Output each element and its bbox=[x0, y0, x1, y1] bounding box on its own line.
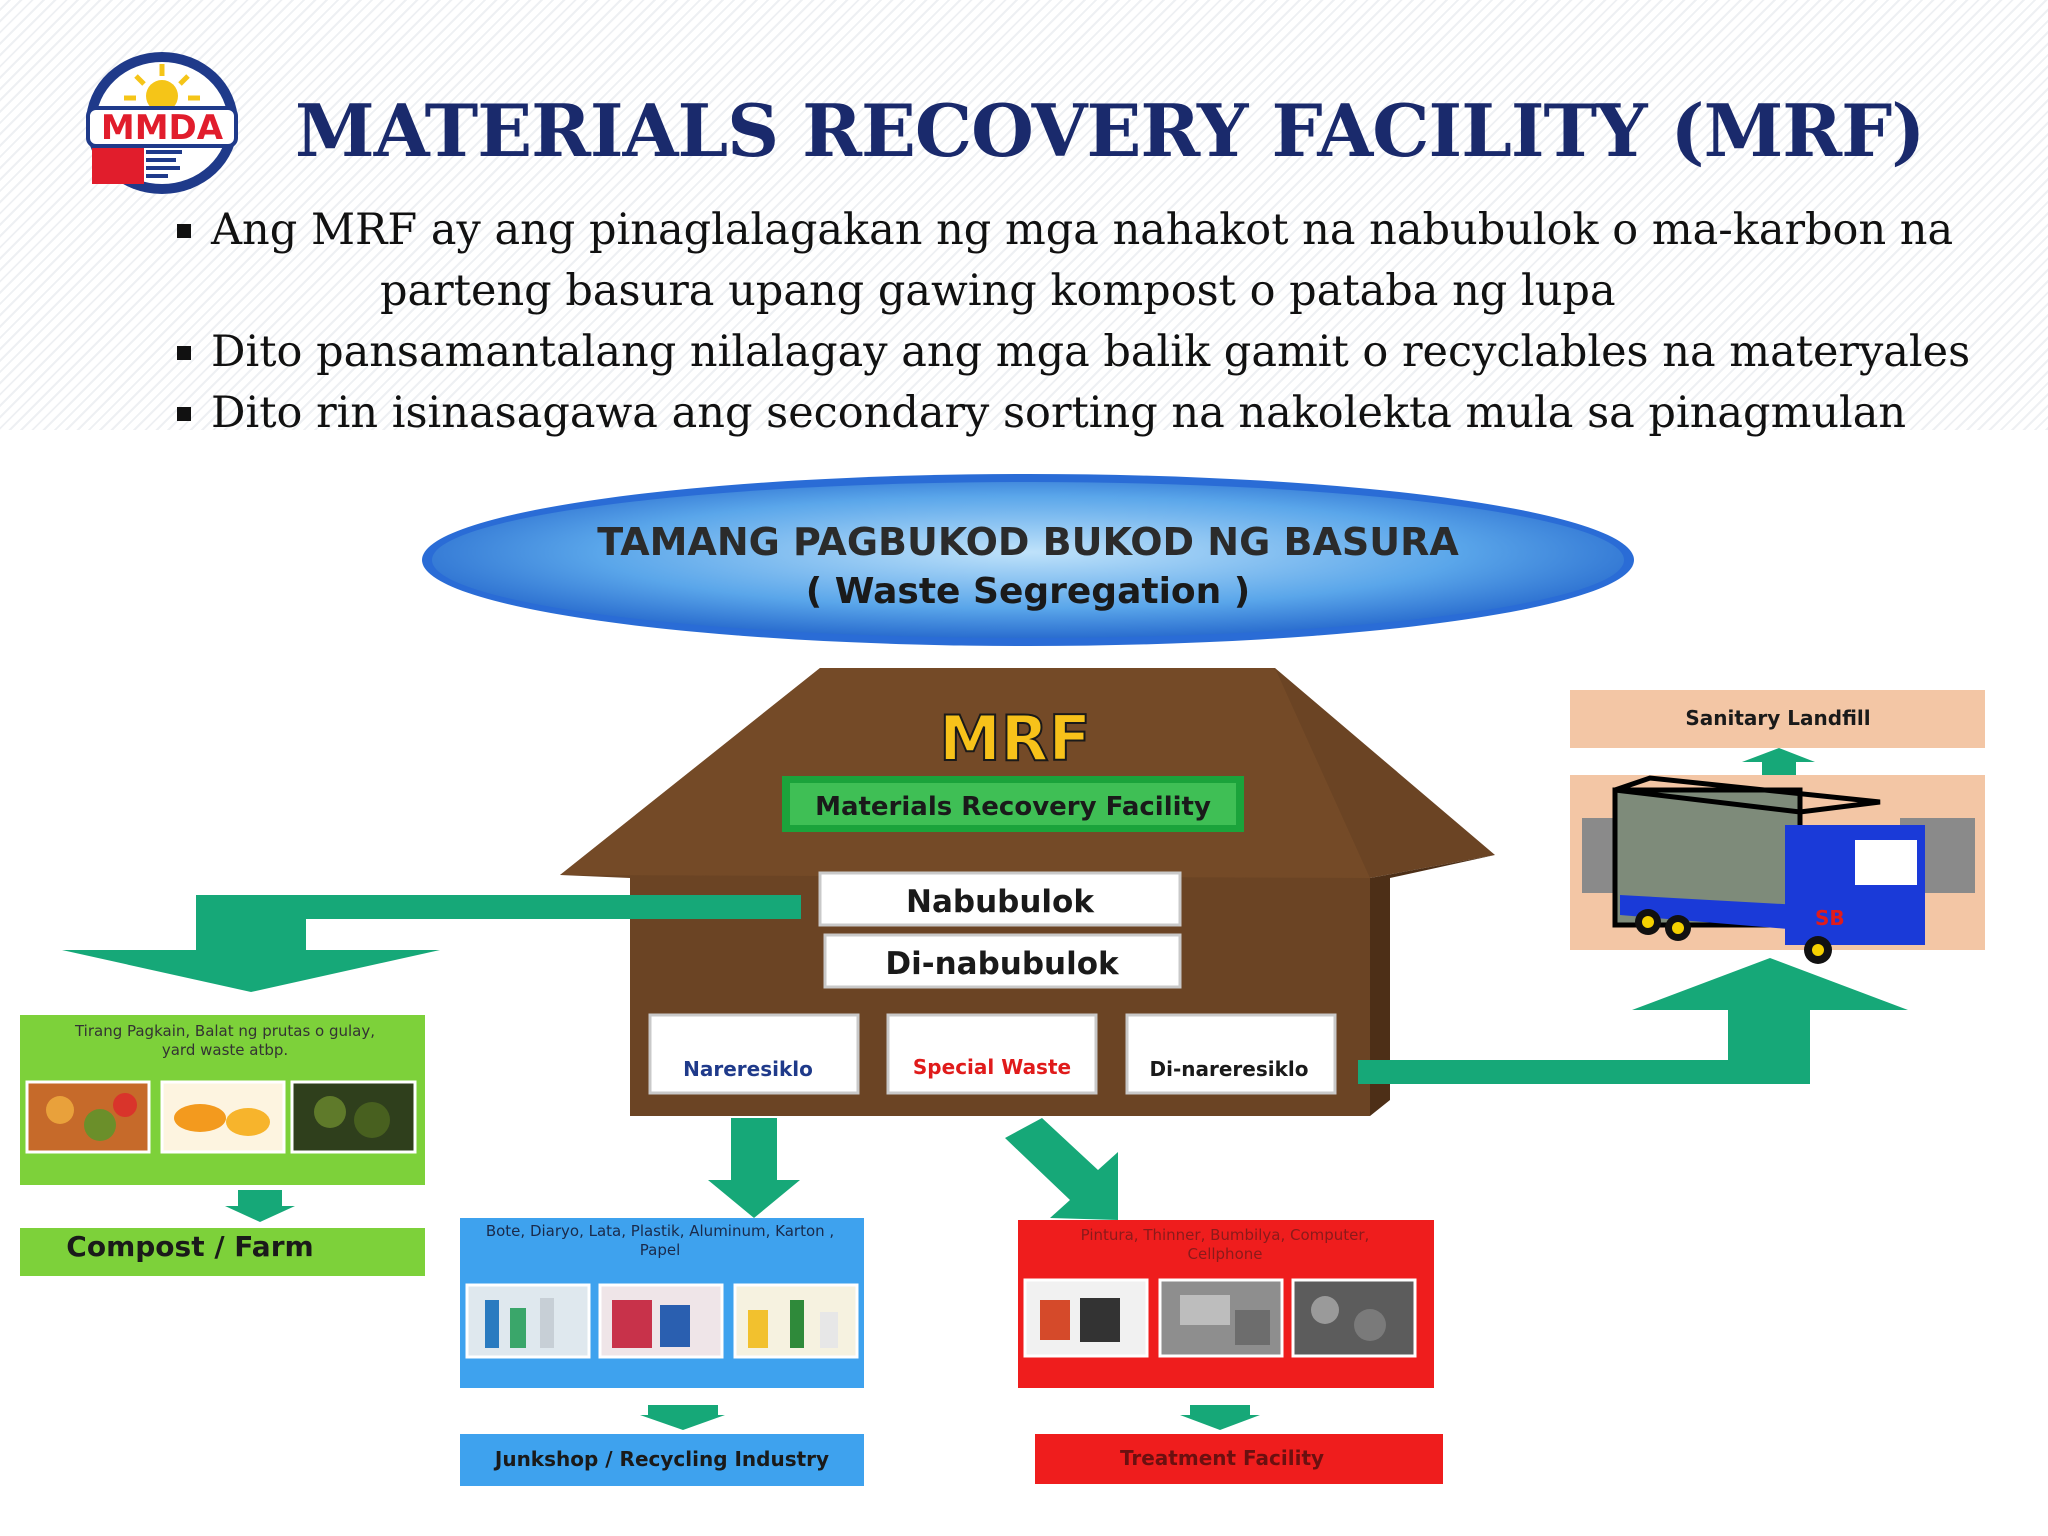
bullet-icon bbox=[177, 407, 191, 421]
bullet-continuation: parteng basura upang gawing kompost o pa… bbox=[380, 266, 1616, 316]
recycle-label-box bbox=[460, 1434, 864, 1486]
nareresiklo-label: Nareresiklo bbox=[683, 1057, 813, 1081]
mrf-subtitle: Materials Recovery Facility bbox=[815, 792, 1211, 822]
sun-icon bbox=[124, 64, 200, 112]
recycle-label: Junkshop / Recycling Industry bbox=[493, 1447, 829, 1471]
truck-mark: SB bbox=[1815, 906, 1845, 930]
bullet-item: Dito pansamantalang nilalagay ang mga ba… bbox=[175, 322, 2025, 383]
di-nabubulok-label: Di-nabubulok bbox=[885, 946, 1120, 982]
bullet-item: Ang MRF ay ang pinaglalagakan ng mga nah… bbox=[175, 200, 2025, 261]
arrow-to-compost-icon bbox=[62, 895, 801, 992]
nabubulok-label: Nabubulok bbox=[906, 884, 1095, 920]
bullet-icon bbox=[177, 224, 191, 238]
arrow-landfill-up-icon bbox=[1742, 748, 1815, 776]
background-stripes bbox=[0, 0, 2048, 430]
mmda-logo: MMDA bbox=[86, 52, 238, 194]
di-nabubulok-box bbox=[823, 933, 1182, 989]
arrow-to-landfill-icon bbox=[1358, 958, 1908, 1084]
compost-label: Compost / Farm bbox=[66, 1230, 313, 1263]
bullet-list: Ang MRF ay ang pinaglalagakan ng mga nah… bbox=[175, 200, 2025, 444]
treatment-desc: Pintura, Thinner, Bumbilya, Computer, Ce… bbox=[1080, 1226, 1370, 1263]
banner-line2: ( Waste Segregation ) bbox=[806, 571, 1251, 612]
nareresiklo-box bbox=[648, 1013, 860, 1095]
di-nareresiklo-box bbox=[1125, 1013, 1337, 1095]
banner-line1: TAMANG PAGBUKOD BUKOD NG BASURA bbox=[597, 520, 1459, 564]
recycle-desc: Bote, Diaryo, Lata, Plastik, Aluminum, K… bbox=[485, 1222, 835, 1259]
landfill-label-box bbox=[1570, 690, 1985, 748]
landfill-label: Sanitary Landfill bbox=[1685, 706, 1870, 730]
mrf-label: MRF bbox=[939, 702, 1091, 775]
bullet-item: Dito rin isinasagawa ang secondary sorti… bbox=[175, 383, 2025, 444]
banner-oval bbox=[432, 482, 1624, 638]
yard-waste-photo bbox=[290, 1080, 417, 1154]
di-nareresiklo-label: Di-nareresiklo bbox=[1149, 1057, 1308, 1081]
arrow-to-treatment-icon bbox=[1005, 1118, 1118, 1220]
treatment-label: Treatment Facility bbox=[1120, 1446, 1324, 1470]
page-title: MATERIALS RECOVERY FACILITY (MRF) bbox=[295, 88, 1925, 173]
special-waste-label: Special Waste bbox=[913, 1055, 1071, 1079]
arrow-to-compost-farm-icon bbox=[225, 1190, 295, 1222]
arrow-to-junkshop-icon bbox=[640, 1405, 725, 1430]
nabubulok-box bbox=[818, 871, 1182, 927]
logo-text: MMDA bbox=[101, 108, 224, 148]
bullet-icon bbox=[177, 346, 191, 360]
treatment-label-box bbox=[1035, 1434, 1443, 1484]
special-waste-box bbox=[886, 1013, 1098, 1095]
arrow-to-recycling-icon bbox=[708, 1118, 800, 1218]
compost-label-box bbox=[20, 1228, 425, 1276]
garbage-truck-icon: SB bbox=[1612, 775, 1925, 964]
compost-desc: Tirang Pagkain, Balat ng prutas o gulay,… bbox=[74, 1022, 376, 1059]
arrow-to-treatment-facility-icon bbox=[1180, 1405, 1260, 1430]
ewaste-pile-photo bbox=[1291, 1278, 1417, 1358]
